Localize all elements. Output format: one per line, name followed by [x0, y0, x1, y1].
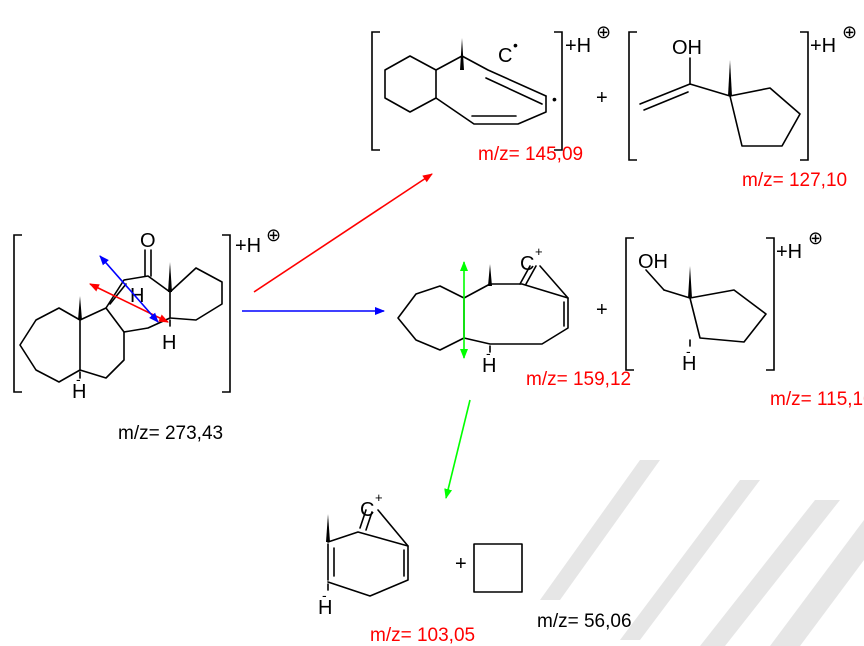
- frag115-protonation: +H: [776, 241, 802, 263]
- parent-hydrogen: H: [72, 381, 86, 403]
- parent-bracket-right: [222, 234, 231, 393]
- label-frag103-mz: m/z= 103,05: [370, 625, 475, 646]
- red-arrow: [253, 173, 433, 293]
- plus-sign: +: [596, 299, 608, 321]
- parent-oxygen: O: [140, 230, 156, 252]
- frag145-charge: ⊕: [596, 22, 611, 42]
- frag127-charge: ⊕: [842, 22, 857, 42]
- frag127-bracket-right: [800, 31, 809, 161]
- frag103-hydrogen: H: [318, 597, 332, 619]
- frag115-charge: ⊕: [808, 228, 823, 248]
- parent-molecule: O H H H - +H ⊕: [13, 225, 281, 403]
- frag115-bracket-left: [625, 237, 634, 371]
- wedge-bond: [78, 296, 82, 320]
- cyclobutane: [473, 543, 523, 593]
- frag127-hydroxyl: OH: [672, 37, 702, 59]
- frag115-h-bar: -: [686, 343, 691, 359]
- label-frag115-mz: m/z= 115,10: [770, 389, 864, 410]
- label-parent-mz: m/z= 273,43: [118, 423, 223, 444]
- fragment-115: OH H - +H ⊕: [625, 228, 823, 375]
- fragment-127: OH +H ⊕: [628, 22, 857, 161]
- frag145-protonation: +H: [565, 35, 591, 57]
- wedge-bond: [728, 60, 732, 96]
- frag159-plus: +: [535, 244, 543, 259]
- frag103-carbocation: C: [360, 499, 374, 521]
- frag145-radical: •: [552, 91, 557, 107]
- parent-charge: ⊕: [266, 225, 281, 245]
- frag159-hydrogen: H: [482, 355, 496, 377]
- frag145-bracket-right: [554, 31, 563, 151]
- frag127-bracket-left: [628, 31, 637, 161]
- frag159-carbocation: C: [520, 253, 534, 275]
- frag115-hydrogen: H: [682, 353, 696, 375]
- fragment-145: C • • +H ⊕: [371, 22, 611, 151]
- frag127-protonation: +H: [810, 35, 836, 57]
- frag145-bracket-left: [371, 31, 380, 151]
- label-frag56-mz: m/z= 56,06: [537, 611, 632, 632]
- label-frag127-mz: m/z= 127,10: [742, 170, 847, 191]
- green-arrow: [444, 399, 471, 499]
- plus-sign: +: [455, 553, 467, 575]
- watermark: [540, 460, 864, 646]
- frag145-radical: •: [513, 37, 518, 53]
- wedge-bond: [688, 266, 692, 298]
- wedge-bond: [460, 38, 464, 70]
- fragment-103: C + H -: [318, 490, 409, 619]
- frag103-plus: +: [375, 490, 383, 505]
- frag115-hydroxyl: OH: [638, 251, 668, 273]
- frag103-h-bar: -: [322, 587, 327, 603]
- label-frag145-mz: m/z= 145,09: [478, 144, 583, 165]
- parent-bracket-left: [13, 234, 22, 393]
- frag145-carbon: C: [498, 45, 512, 67]
- wedge-bond: [326, 514, 330, 542]
- parent-h-bar: -: [76, 371, 81, 387]
- plus-sign: +: [596, 87, 608, 109]
- parent-protonation: +H: [235, 235, 261, 257]
- wedge-bond: [168, 262, 172, 292]
- frag159-h-bar: -: [486, 345, 491, 361]
- frag115-bracket-right: [766, 237, 775, 371]
- label-frag159-mz: m/z= 159,12: [526, 369, 631, 390]
- wedge-bond: [488, 264, 492, 286]
- blue-double-arrow: [99, 255, 159, 323]
- parent-hydrogen: H: [162, 332, 176, 354]
- fragment-159: C + H -: [397, 244, 569, 377]
